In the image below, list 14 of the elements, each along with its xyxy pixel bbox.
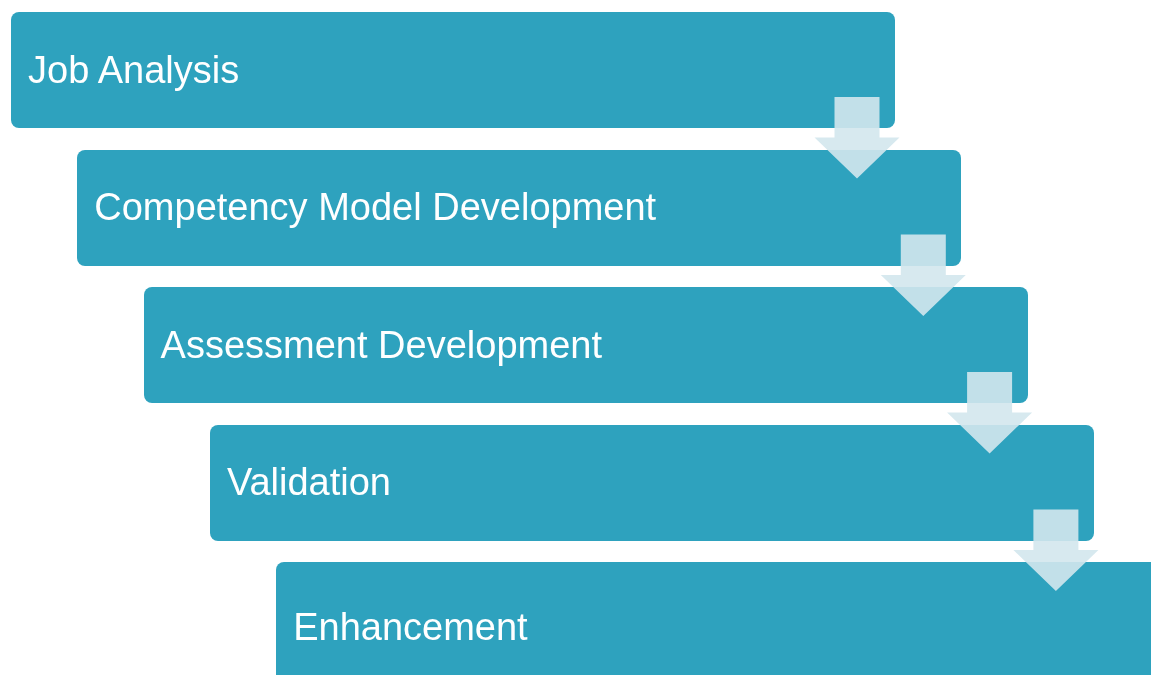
step-label: Job Analysis bbox=[28, 48, 240, 92]
down-arrow bbox=[1013, 509, 1099, 591]
step-label: Competency Model Development bbox=[94, 186, 657, 229]
process-box bbox=[143, 287, 1028, 403]
step-label: Enhancement bbox=[293, 605, 528, 649]
down-arrow bbox=[880, 234, 966, 316]
down-arrow bbox=[814, 97, 900, 179]
process-box bbox=[276, 562, 1151, 675]
down-arrow bbox=[947, 372, 1033, 454]
process-box bbox=[11, 12, 895, 128]
step-label: Validation bbox=[226, 461, 391, 504]
step-label: Assessment Development bbox=[160, 323, 602, 367]
process-box bbox=[209, 424, 1094, 541]
process-box bbox=[77, 149, 962, 266]
